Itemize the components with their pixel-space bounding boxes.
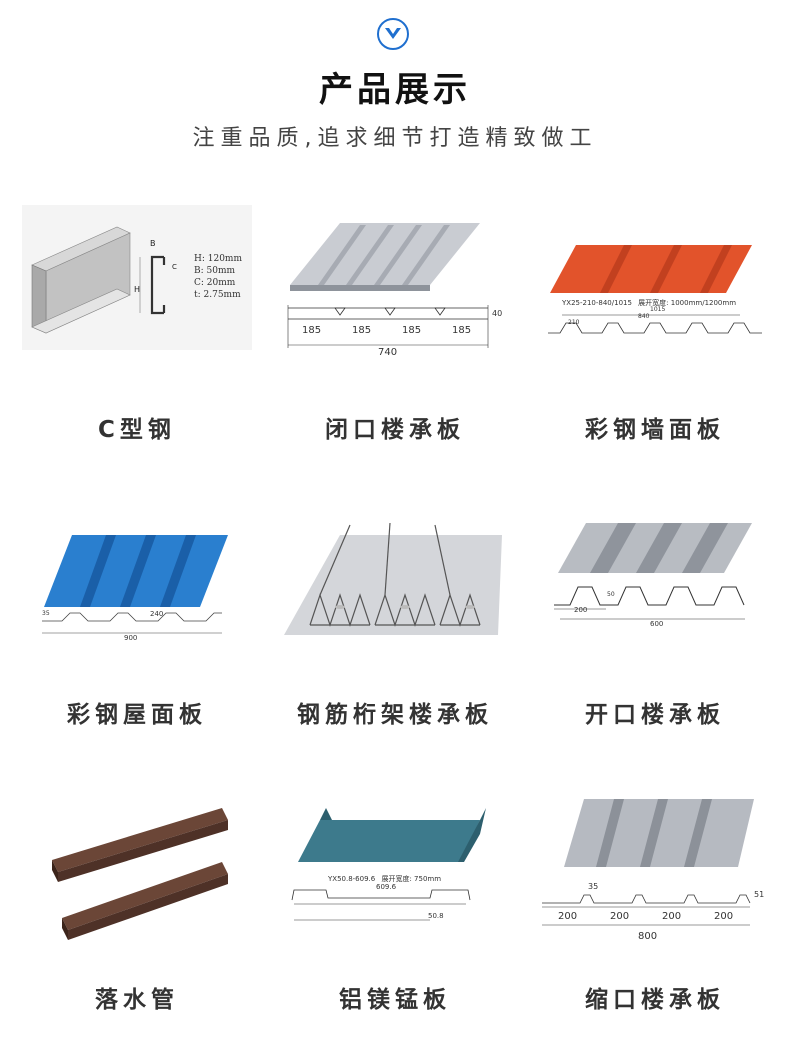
product-card-reentrant-deck[interactable]: 35 200 200 200 200 800 51 缩口楼承板: [540, 790, 770, 1030]
product-card-al-mg-mn-panel[interactable]: YX50.8-609.6 展开宽度: 750mm 609.6 50.8 铝镁锰板: [280, 800, 510, 1030]
product-name: 彩钢墙面板: [585, 417, 725, 443]
product-card-wall-panel[interactable]: YX25-210-840/1015 展开宽度: 1000mm/1200mm 10…: [540, 205, 770, 455]
closed-deck-dim-3: 185: [402, 325, 422, 336]
al-mg-mn-dim-width: 609.6: [376, 883, 397, 891]
reentrant-deck-image: [540, 795, 770, 940]
c-steel-dim-c-side: C: [172, 263, 177, 271]
page-title: 产品展示: [319, 70, 471, 110]
wall-panel-model-code: YX25-210-840/1015: [562, 299, 632, 307]
truss-deck-image: [280, 515, 510, 660]
c-steel-specs: H: 120mm B: 50mm C: 20mm t: 2.75mm: [194, 253, 242, 301]
open-deck-image: [540, 515, 770, 660]
c-steel-dim-h-side: H: [134, 285, 141, 294]
product-name: 开口楼承板: [585, 702, 725, 728]
al-mg-mn-model: YX50.8-609.6 展开宽度: 750mm: [328, 874, 441, 884]
c-steel-dim-b-top: B: [150, 239, 156, 248]
product-card-roof-panel[interactable]: 240 900 35 彩钢屋面板: [22, 515, 252, 745]
closed-deck-dim-height: 40: [492, 309, 503, 318]
header: 产品展示 注重品质,追求细节打造精致做工: [0, 0, 790, 160]
product-name: 铝镁锰板: [339, 987, 451, 1013]
reentrant-deck-dim-rib: 35: [588, 882, 599, 891]
open-deck-dim-pitch: 200: [574, 606, 588, 614]
closed-deck-dim-total: 740: [378, 347, 398, 358]
wall-panel-model: YX25-210-840/1015 展开宽度: 1000mm/1200mm: [562, 298, 736, 308]
roof-panel-dim-height: 35: [42, 610, 50, 617]
closed-deck-dim-1: 185: [302, 325, 322, 336]
reentrant-deck-dim-4: 200: [714, 911, 734, 922]
reentrant-deck-dim-1: 200: [558, 911, 578, 922]
wall-panel-dim-total: 1015: [650, 306, 666, 313]
closed-deck-dim-2: 185: [352, 325, 372, 336]
roof-panel-image: [22, 515, 252, 660]
product-card-c-steel[interactable]: B H C H: 120mm B: 50mm C: 20mm t: 2.75mm…: [22, 205, 252, 455]
wall-panel-unfold-width: 展开宽度: 1000mm/1200mm: [638, 299, 737, 307]
product-name: 闭口楼承板: [325, 417, 465, 443]
product-name: C型钢: [98, 417, 176, 443]
product-name: 缩口楼承板: [585, 987, 725, 1013]
product-name: 彩钢屋面板: [67, 702, 207, 728]
al-mg-mn-dim-height: 50.8: [428, 912, 444, 920]
product-card-downpipe[interactable]: 落水管: [22, 800, 252, 1030]
product-card-closed-deck[interactable]: 185 185 185 185 740 40 闭口楼承板: [280, 205, 510, 455]
product-name: 落水管: [95, 987, 179, 1013]
al-mg-mn-unfold-width: 展开宽度: 750mm: [381, 875, 442, 883]
reentrant-deck-dim-height: 51: [754, 890, 765, 899]
reentrant-deck-dim-total: 800: [638, 931, 658, 942]
c-steel-image: [22, 205, 252, 350]
chevron-down-icon: [377, 18, 409, 50]
wall-panel-image: [540, 205, 770, 350]
c-steel-spec-t: t: 2.75mm: [194, 290, 241, 300]
wall-panel-dim-effective: 840: [638, 313, 650, 320]
wall-panel-dim-pitch: 210: [568, 319, 580, 326]
c-steel-spec-b: B: 50mm: [194, 266, 236, 276]
product-name: 钢筋桁架楼承板: [297, 702, 493, 728]
c-steel-spec-h: H: 120mm: [194, 254, 242, 264]
roof-panel-dim-total: 900: [124, 634, 138, 642]
roof-panel-dim-pitch: 240: [150, 610, 164, 618]
product-card-open-deck[interactable]: 200 600 50 开口楼承板: [540, 515, 770, 745]
downpipe-image: [22, 800, 252, 945]
c-steel-spec-c: C: 20mm: [194, 278, 236, 288]
reentrant-deck-dim-3: 200: [662, 911, 682, 922]
al-mg-mn-model-code: YX50.8-609.6: [328, 875, 376, 883]
open-deck-dim-total: 600: [650, 620, 664, 628]
open-deck-dim-height: 50: [607, 591, 615, 598]
product-card-truss-deck[interactable]: 钢筋桁架楼承板: [280, 515, 510, 745]
reentrant-deck-dim-2: 200: [610, 911, 630, 922]
page-subtitle: 注重品质,追求细节打造精致做工: [192, 126, 598, 151]
closed-deck-image: [280, 205, 510, 350]
al-mg-mn-image: [280, 800, 510, 945]
closed-deck-dim-4: 185: [452, 325, 472, 336]
